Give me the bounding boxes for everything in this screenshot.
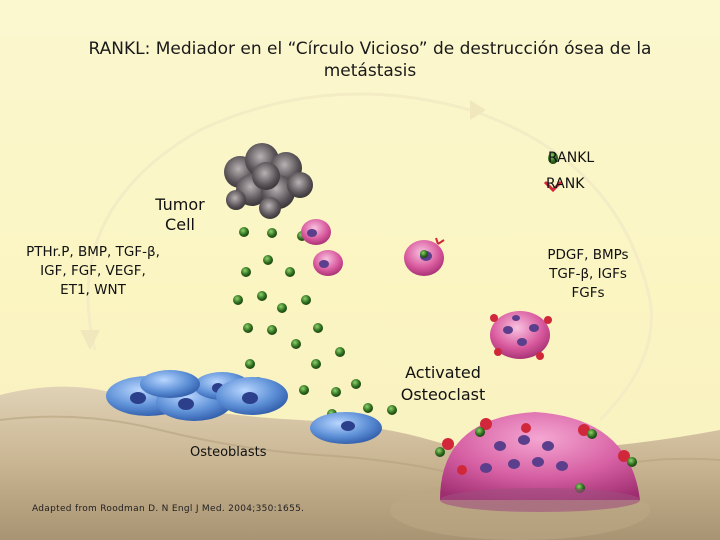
tumor-cell-label: Tumor Cell	[155, 195, 205, 234]
citation-text: Adapted from Roodman D. N Engl J Med. 20…	[32, 504, 305, 514]
rankl-rank-symbol	[543, 152, 563, 193]
vicious-cycle-arrowheads	[80, 100, 486, 350]
right-factors-label: PDGF, BMPs TGF-β, IGFs FGFs	[547, 247, 629, 301]
growth-factor-granules	[233, 227, 397, 419]
osteoclast-precursor-cells	[301, 219, 445, 276]
multinucleated-osteoclast	[490, 311, 552, 360]
osteoblast-cells	[106, 370, 382, 444]
rank-label: RANK	[546, 176, 585, 192]
osteoblasts-label: Osteoblasts	[190, 445, 267, 460]
rankl-label: RANKL	[548, 150, 595, 166]
tumor-cell-cluster	[224, 143, 313, 219]
left-factors-label: PTHr.P, BMP, TGF-β, IGF, FGF, VEGF, ET1,…	[26, 244, 160, 298]
activated-osteoclast-label: Activated Osteoclast	[400, 363, 486, 404]
activated-osteoclast-dome	[435, 412, 640, 512]
slide-title: RANKL: Mediador en el “Círculo Vicioso” …	[88, 39, 652, 81]
vicious-cycle-ring	[86, 92, 653, 422]
